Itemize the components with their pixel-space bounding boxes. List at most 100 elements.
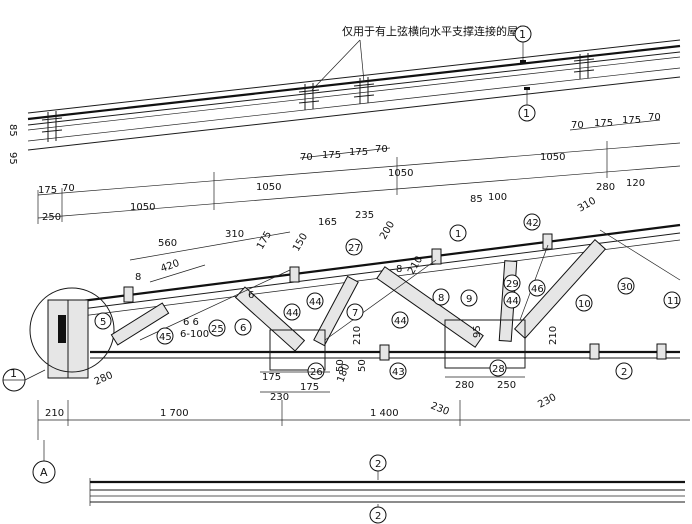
part-bubble: 27 — [345, 238, 363, 256]
svg-text:8: 8 — [438, 293, 444, 304]
axis-mark-a: A — [32, 440, 56, 484]
dim-text: 1050 — [256, 182, 281, 193]
part-bubble: 7 — [346, 303, 364, 321]
upper-dimension-lines: 175 70 250 1050 1050 1050 1050 — [37, 141, 681, 224]
part-bubble: 11 — [663, 291, 681, 309]
svg-text:43: 43 — [392, 367, 405, 378]
note-callout: 仅用于有上弦横向水平支撑连接的屋架 — [311, 24, 529, 91]
part-labels: 1 5 45 25 6 44 26 44 7 27 8 44 43 9 29 4… — [94, 213, 681, 380]
svg-text:44: 44 — [286, 308, 299, 319]
dim-text: 120 — [626, 178, 645, 189]
bolt-group-mid-a — [298, 83, 320, 110]
axis-label: A — [40, 466, 48, 479]
section-label: 2 — [375, 459, 381, 470]
dim-text: 210 — [548, 326, 559, 345]
dim-text: 6 6 — [183, 317, 199, 328]
svg-text:11: 11 — [667, 296, 680, 307]
svg-text:5: 5 — [100, 317, 106, 328]
dim-text: 1050 — [130, 202, 155, 213]
part-bubble: 2 — [615, 362, 633, 380]
dim-text: 50 — [335, 359, 346, 372]
dim-text: 85 — [470, 194, 483, 205]
dim-text: 210 — [45, 408, 64, 419]
dim-text: 1 700 — [160, 408, 189, 419]
svg-text:1: 1 — [455, 229, 461, 240]
svg-text:45: 45 — [159, 332, 172, 343]
dim-text: 70 — [571, 120, 584, 131]
svg-text:27: 27 — [348, 243, 361, 254]
dim-text: 8 — [135, 272, 141, 283]
svg-text:6: 6 — [240, 323, 246, 334]
dim-text: 200 — [378, 219, 397, 241]
section-mark-1-top: 1 — [514, 25, 532, 63]
part-bubble: 8 — [432, 288, 450, 306]
dim-text: 70 — [375, 144, 388, 155]
dim-text: 1050 — [388, 168, 413, 179]
part-bubble: 30 — [617, 277, 635, 295]
dim-text: 95 — [472, 325, 483, 338]
dim-text: 150 — [291, 231, 310, 253]
svg-text:26: 26 — [310, 367, 323, 378]
svg-text:9: 9 — [466, 294, 472, 305]
dim-text: 230 — [270, 392, 289, 403]
bolt-group-left — [41, 111, 63, 142]
dim-text: 280 — [455, 380, 474, 391]
part-bubble: 46 — [528, 279, 546, 297]
dim-text: 310 — [225, 229, 244, 240]
part-bubble: 25 — [208, 319, 226, 337]
dim-text: 560 — [158, 238, 177, 249]
svg-text:30: 30 — [620, 282, 633, 293]
svg-text:29: 29 — [506, 279, 519, 290]
part-bubble: 44 — [283, 303, 301, 321]
svg-text:46: 46 — [531, 284, 544, 295]
dim-text: 1050 — [540, 152, 565, 163]
dim-text: 175 — [622, 115, 641, 126]
dim-text: 175 — [300, 382, 319, 393]
dim-text: 280 — [93, 370, 115, 388]
dim-text: 6 — [248, 290, 254, 301]
svg-text:42: 42 — [526, 218, 539, 229]
section-label: 1 — [523, 107, 530, 120]
svg-text:44: 44 — [506, 296, 519, 307]
part-bubble: 10 — [575, 294, 593, 312]
dim-text: 175 — [38, 185, 57, 196]
section-mark-1-left: 1 — [2, 367, 46, 392]
dim-text: 1 400 — [370, 408, 399, 419]
svg-text:2: 2 — [621, 367, 627, 378]
dim-text: 250 — [42, 212, 61, 223]
part-bubble: 6 — [234, 318, 252, 336]
dim-text: 310 — [576, 196, 598, 215]
dim-text: 6-100 — [180, 329, 209, 340]
bottom-plan-view: 2 2 — [89, 454, 685, 524]
dim-text: 70 — [300, 152, 313, 163]
svg-text:7: 7 — [352, 308, 358, 319]
part-bubble: 44 — [306, 292, 324, 310]
dim-text: 420 — [159, 258, 181, 275]
part-bubble: 9 — [460, 289, 478, 307]
svg-text:10: 10 — [578, 299, 591, 310]
part-bubble: 5 — [94, 312, 112, 330]
dim-text: 280 — [596, 182, 615, 193]
svg-text:25: 25 — [211, 324, 224, 335]
part-bubble: 29 — [503, 274, 521, 292]
dim-text: 175 — [322, 150, 341, 161]
dim-text: 235 — [355, 210, 374, 221]
dim-text: 230 — [429, 401, 451, 418]
truss-elevation — [29, 223, 681, 379]
part-bubble: 44 — [503, 291, 521, 309]
part-bubble: 1 — [449, 224, 467, 242]
dim-text: 250 — [497, 380, 516, 391]
part-bubble: 26 — [307, 362, 325, 380]
dim-text: 175 — [349, 147, 368, 158]
dim-text: 8 — [396, 264, 402, 275]
dim-text: 165 — [318, 217, 337, 228]
part-bubble: 45 — [156, 327, 174, 345]
dim-text: 70 — [62, 183, 75, 194]
dim-text: 175 — [262, 372, 281, 383]
detail-dimensions: 560 310 175 420 8 165 235 150 200 210 85… — [129, 178, 645, 340]
part-bubble: 43 — [389, 362, 407, 380]
dim-text: 230 — [536, 392, 558, 411]
dim-text: 175 — [594, 118, 613, 129]
dim-text: 175 — [255, 229, 274, 251]
